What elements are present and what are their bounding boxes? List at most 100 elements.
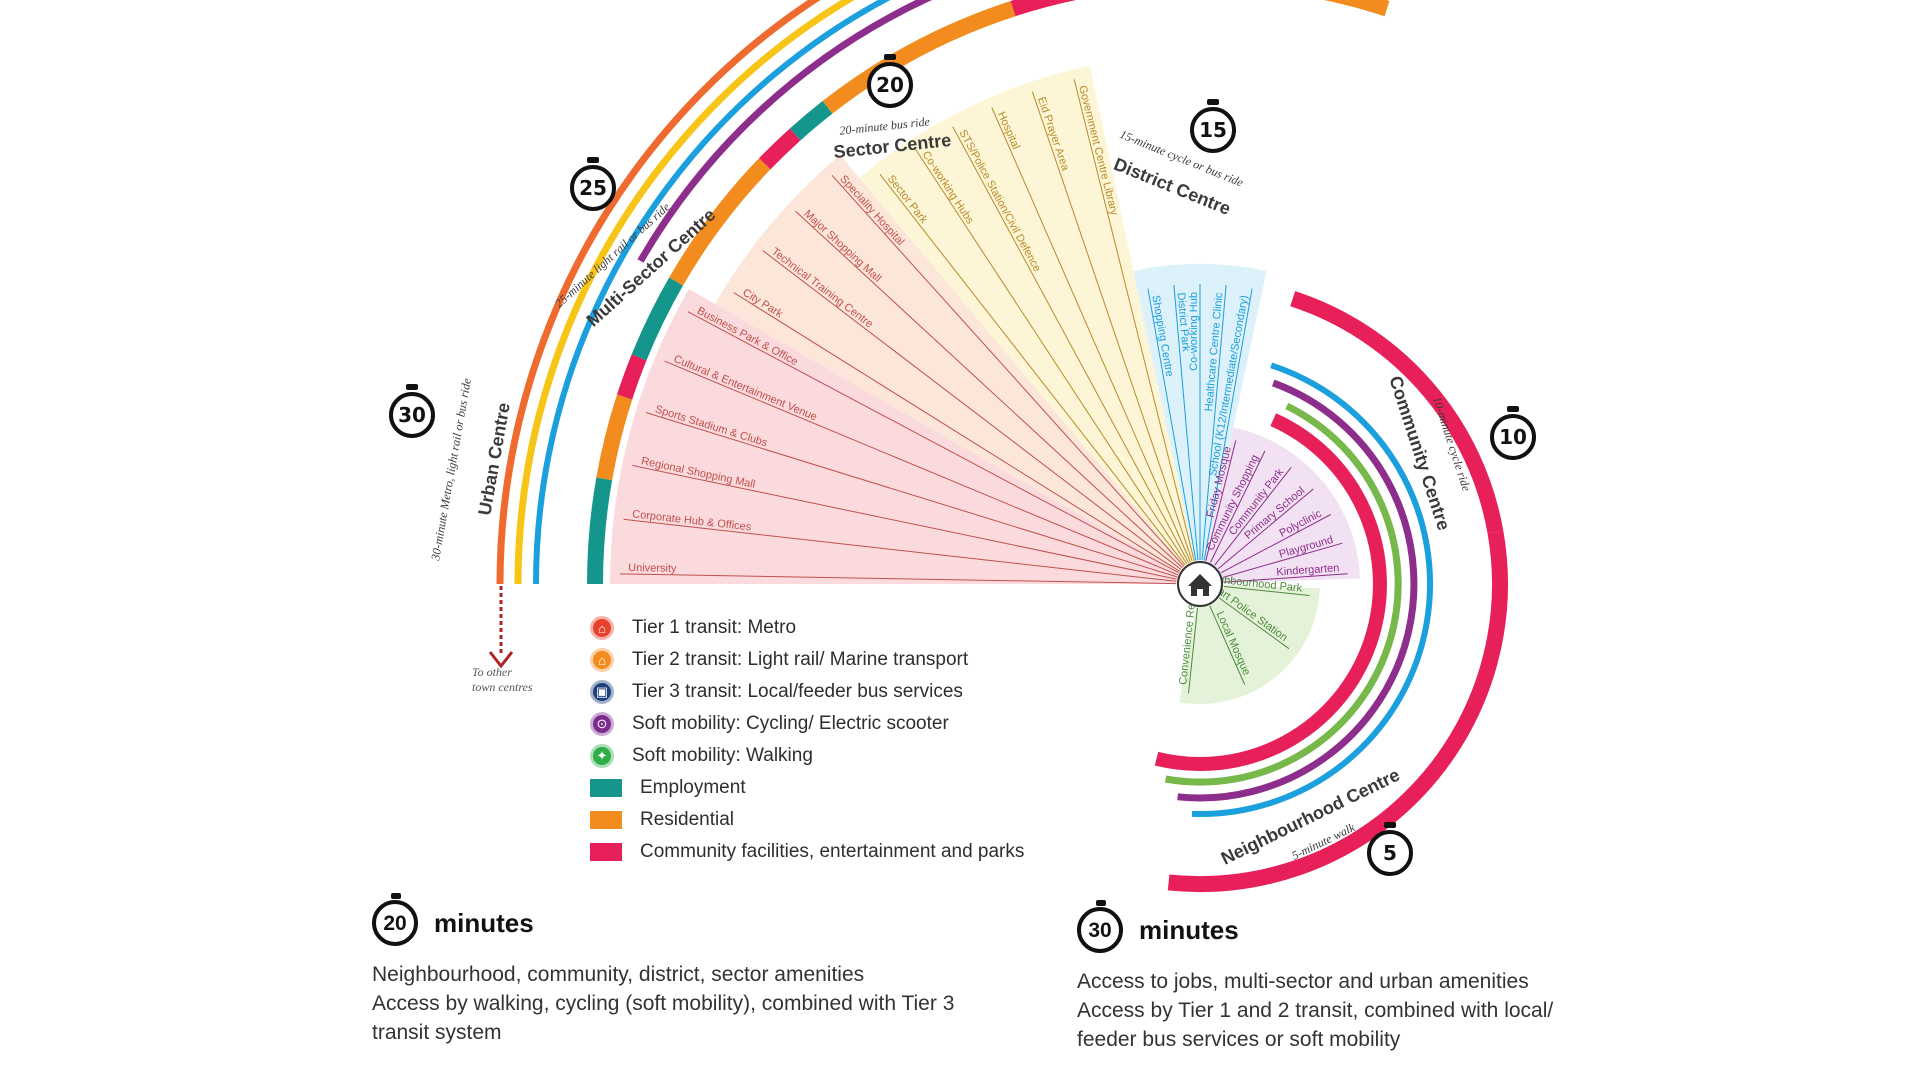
stopwatch-icon: 5 [1367,822,1413,876]
legend-swatch [590,811,622,829]
bottom-left-line1: Neighbourhood, community, district, sect… [372,963,865,986]
timer-value: 30 [398,403,426,427]
bottom-left-line2: Access by walking, cycling (soft mobilit… [372,992,955,1015]
legend-label: Soft mobility: Cycling/ Electric scooter [632,713,949,734]
amenity-ray [632,464,1177,580]
legend-item: ⌂ Tier 1 transit: Metro [590,612,1024,644]
bottom-right-title: minutes [1139,914,1239,945]
land-use-residential [669,158,771,286]
bottom-right-timer-value: 30 [1088,918,1112,942]
amenity-ray [1147,288,1197,561]
to-other-line1: To other [472,665,512,679]
amenity-ray [1173,285,1199,561]
land-use-ring [587,0,1508,893]
ride-label-urban: 30-minute Metro, light rail or bus ride [428,377,474,563]
stopwatch-icon: 10 [1490,406,1536,460]
amenity-ray [1223,586,1310,596]
amenity-ray [1209,605,1246,685]
land-use-residential [822,0,1016,114]
land-use-community [759,128,801,170]
amenity-label: District Park [1175,292,1192,353]
timer-value: 10 [1499,425,1527,449]
amenity-ray [991,107,1191,563]
legend-item: ⊙Soft mobility: Cycling/ Electric scoote… [590,708,1024,740]
to-other-centres-label: To other town centres [472,665,533,695]
land-use-community [1290,291,1504,534]
amenity-label: Co-working Hub [1188,292,1200,371]
amenity-ray [664,360,1178,576]
amenity-ray [879,173,1186,566]
timer-value: 15 [1199,118,1227,142]
community-arc-east [1154,413,1387,772]
stopwatch-icon: 25 [570,157,616,211]
light-rail-arc [514,0,855,585]
stopwatch-icon: 20 [372,893,418,946]
land-use-community [616,354,647,400]
timer-value: 25 [579,176,607,200]
legend-item: ✦Soft mobility: Walking [590,740,1024,772]
stopwatch-icon: 20 [867,54,913,108]
land-use-employment [789,100,833,141]
legend-label: Soft mobility: Walking [632,745,813,766]
legend-item: Residential [590,804,1024,836]
amenity-ray [1203,288,1253,561]
tram-icon: ⌂ [590,648,614,672]
land-use-community [1010,0,1077,17]
amenity-ray [1031,91,1193,562]
to-other-line2: town centres [472,680,533,694]
bottom-right-line3: feeder bus services or soft mobility [1077,1028,1401,1051]
bus-arc-east [1191,362,1433,817]
legend-item: ⌂ Tier 2 transit: Light rail/ Marine tran… [590,644,1024,676]
amenity-ray [1222,542,1343,578]
amenity-ray [1219,597,1290,650]
amenity-ray [1073,79,1195,561]
legend-label: Tier 2 transit: Light rail/ Marine trans… [632,649,969,670]
legend-item: ▣Tier 3 transit: Local/feeder bus servic… [590,676,1024,708]
zone-pink [610,289,1200,584]
stopwatch-icon: 30 [1077,900,1123,953]
land-use-residential [596,394,633,481]
timer-value: 20 [876,73,904,97]
timer-value: 5 [1383,841,1397,865]
bottom-left-summary: 20 minutes Neighbourhood, community, dis… [372,893,955,1047]
amenity-ray [1214,467,1292,566]
bottom-right-line1: Access to jobs, multi-sector and urban a… [1077,970,1529,993]
amenity-ray [1218,488,1314,569]
amenity-ray [1210,450,1266,563]
home-hub [1177,561,1223,607]
transit-arcs [496,0,1433,817]
legend-swatch [590,843,622,861]
amenity-rays [620,79,1348,694]
bottom-left-line3: transit system [372,1021,502,1044]
amenity-ray [733,292,1180,572]
legend: ⌂ Tier 1 transit: Metro ⌂ Tier 2 transit: L… [590,612,1024,868]
amenity-ray [952,126,1190,564]
amenity-ray [620,573,1177,585]
amenity-zones [610,65,1360,705]
zone-green [1179,584,1320,705]
walking-arc-east [1164,402,1402,786]
amenity-ray [1201,285,1227,561]
home-icon [1188,574,1212,596]
legend-swatch [590,779,622,797]
stopwatch-icon: 15 [1190,99,1236,153]
bus-icon: ▣ [590,680,614,704]
legend-item: Community facilities, entertainment and … [590,836,1024,868]
amenity-ray [831,174,1185,567]
to-other-centres-arrow [488,586,514,669]
amenity-ray [1205,440,1237,561]
bottom-left-timer-value: 20 [383,911,407,935]
cycling-arc-west [637,0,933,263]
amenity-ray [914,148,1188,565]
legend-label: Employment [640,777,746,798]
stopwatch-icon: 30 [389,384,435,438]
legend-label: Tier 1 transit: Metro [632,617,797,638]
land-use-community [1167,530,1508,893]
amenity-ray [687,311,1180,574]
amenity-ray [623,518,1177,582]
amenity-label: Kindergarten [1276,562,1340,578]
metro-arc [496,0,821,585]
train-icon: ⌂ [590,616,614,640]
land-use-employment [631,277,684,361]
